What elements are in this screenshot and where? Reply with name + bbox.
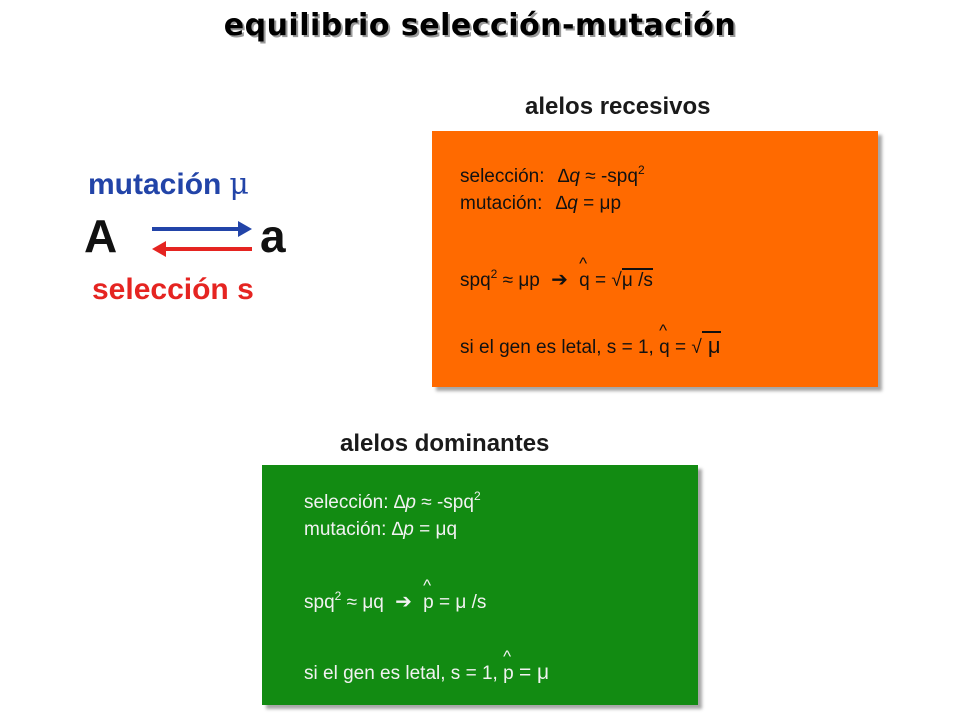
dominant-equilibrium-line: spq2 ≈ μq ➔ ^p = μ /s bbox=[304, 576, 487, 614]
reaction-arrows bbox=[152, 221, 252, 257]
equation-result: = μ bbox=[518, 661, 550, 684]
lethal-condition: si el gen es letal, s = 1, bbox=[304, 663, 498, 684]
dominant-selection-line: selección: ∆p ≈ -spq2 bbox=[304, 489, 481, 514]
sqrt-radicand: μ /s bbox=[621, 268, 653, 291]
lethal-condition: si el gen es letal, s = 1, bbox=[460, 337, 654, 358]
selection-label: selección s bbox=[92, 273, 254, 306]
delta-q: ∆q bbox=[557, 166, 580, 187]
slide-title: equilibrio selección-mutación bbox=[223, 8, 737, 43]
recessive-heading: alelos recesivos bbox=[525, 93, 711, 120]
selection-expression: ≈ -spq bbox=[421, 492, 474, 513]
sqrt-radicand: μ bbox=[701, 331, 721, 358]
equation-lhs: spq bbox=[304, 592, 335, 613]
hat-symbol: ^ bbox=[579, 254, 588, 273]
dominant-box: selección: ∆p ≈ -spq2 mutación: ∆p = μq … bbox=[262, 465, 698, 705]
exponent: 2 bbox=[473, 489, 481, 503]
delta-q: ∆q bbox=[555, 193, 578, 214]
allele-A: A bbox=[84, 210, 118, 262]
equation-result: = μ /s bbox=[439, 592, 487, 613]
p-hat-variable: p bbox=[503, 663, 514, 684]
hat-symbol: ^ bbox=[503, 647, 512, 666]
mutation-rate-symbol: μ bbox=[229, 167, 249, 202]
p-hat-variable: p bbox=[423, 592, 434, 613]
equation-rhs: ≈ μp bbox=[502, 270, 540, 291]
exponent: 2 bbox=[637, 163, 645, 177]
selection-label: selección: bbox=[304, 492, 389, 513]
mutation-expression: = μq bbox=[419, 519, 458, 540]
dominant-lethal-line: si el gen es letal, s = 1, ^p = μ bbox=[304, 647, 550, 685]
forward-arrow-head bbox=[238, 221, 252, 237]
recessive-equilibrium-line: spq2 ≈ μp ➔ ^q = √μ /s bbox=[460, 254, 653, 292]
implies-arrow-icon: ➔ bbox=[395, 589, 412, 613]
recessive-selection-line: selección: ∆q ≈ -spq2 bbox=[460, 163, 645, 188]
exponent: 2 bbox=[334, 589, 342, 603]
hat-symbol: ^ bbox=[423, 576, 432, 595]
hat-symbol: ^ bbox=[659, 321, 668, 340]
delta-p: ∆p bbox=[393, 492, 416, 513]
implies-arrow-icon: ➔ bbox=[551, 267, 568, 291]
equation-rhs: ≈ μq bbox=[346, 592, 384, 613]
q-hat-variable: q bbox=[579, 270, 590, 291]
equals-sqrt: = √ bbox=[595, 270, 622, 291]
allele-a: a bbox=[260, 210, 286, 262]
equals-sqrt: = √ bbox=[674, 337, 702, 358]
q-hat-variable: q bbox=[659, 337, 670, 358]
recessive-box: selección: ∆q ≈ -spq2 mutación: ∆q = μp … bbox=[432, 131, 878, 387]
recessive-mutation-line: mutación: ∆q = μp bbox=[460, 193, 621, 215]
mutation-label: mutación: bbox=[460, 193, 543, 214]
dominant-heading: alelos dominantes bbox=[340, 430, 550, 457]
selection-label: selección: bbox=[460, 166, 545, 187]
mutation-label-text: mutación bbox=[88, 168, 222, 201]
backward-arrow-head bbox=[152, 241, 166, 257]
dominant-mutation-line: mutación: ∆p = μq bbox=[304, 519, 457, 541]
exponent: 2 bbox=[490, 267, 498, 281]
mutation-expression: = μp bbox=[583, 193, 622, 214]
recessive-lethal-line: si el gen es letal, s = 1, ^q = √ μ bbox=[460, 321, 721, 359]
selection-expression: ≈ -spq bbox=[585, 166, 638, 187]
delta-p: ∆p bbox=[391, 519, 414, 540]
mutation-label: mutación: bbox=[304, 519, 387, 540]
equation-lhs: spq bbox=[460, 270, 491, 291]
